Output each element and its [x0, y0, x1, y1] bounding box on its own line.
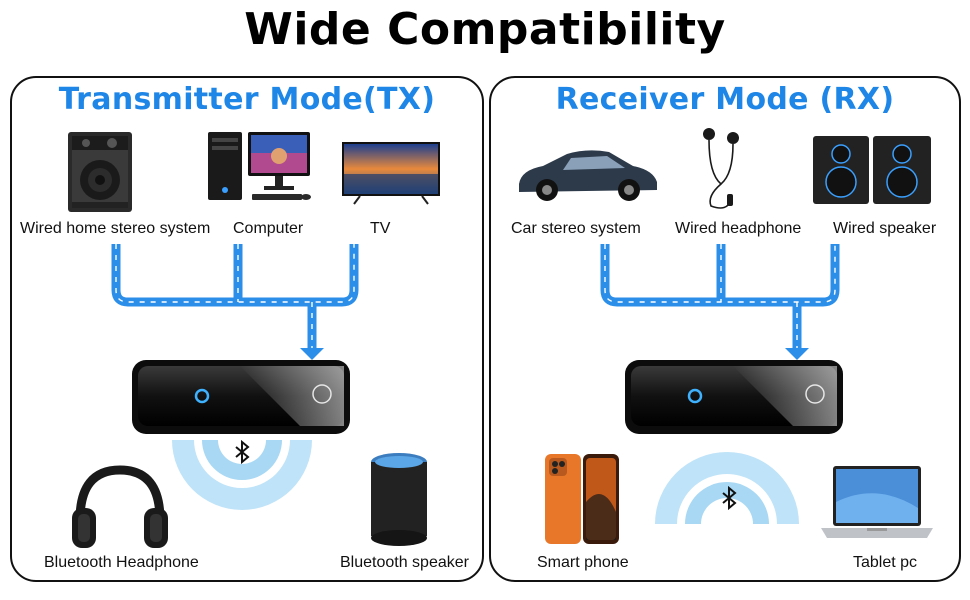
receiver-panel: Receiver Mode (RX) Car stereo system Wir… [489, 76, 961, 582]
page-title: Wide Compatibility [244, 4, 726, 55]
receiver-title: Receiver Mode (RX) [555, 82, 895, 117]
stereo-tower-icon [68, 132, 132, 212]
speakers-icon [813, 136, 931, 204]
output-label-wired-headphone: Wired headphone [675, 220, 802, 237]
input-label-tablet: Tablet pc [853, 554, 918, 571]
earphones-icon [703, 128, 739, 209]
tv-icon [342, 142, 440, 205]
signal-flow-lines-rx [600, 244, 840, 360]
smartphone-icon [545, 454, 619, 544]
output-label-headphone: Bluetooth Headphone [44, 554, 199, 571]
output-label-speaker: Bluetooth speaker [340, 554, 469, 571]
laptop-icon [821, 466, 933, 538]
bluetooth-icon [235, 440, 250, 464]
signal-flow-lines [111, 244, 359, 360]
wireless-waves-rx [655, 452, 799, 524]
car-icon [519, 150, 657, 201]
input-label-stereo: Wired home stereo system [20, 220, 211, 237]
adapter-device-icon [132, 360, 350, 434]
wireless-waves [172, 440, 312, 510]
desktop-computer-icon [208, 132, 311, 200]
input-label-computer: Computer [233, 220, 304, 237]
input-label-smartphone: Smart phone [537, 554, 629, 571]
adapter-device-icon [625, 360, 843, 434]
input-label-tv: TV [370, 220, 391, 237]
bluetooth-icon [722, 486, 737, 510]
transmitter-panel: Transmitter Mode(TX) Wired home stereo s… [10, 76, 484, 582]
output-label-car: Car stereo system [511, 220, 641, 237]
smart-speaker-icon [371, 453, 427, 546]
output-label-wired-speaker: Wired speaker [833, 220, 937, 237]
headphones-icon [72, 465, 168, 548]
transmitter-title: Transmitter Mode(TX) [58, 82, 436, 117]
